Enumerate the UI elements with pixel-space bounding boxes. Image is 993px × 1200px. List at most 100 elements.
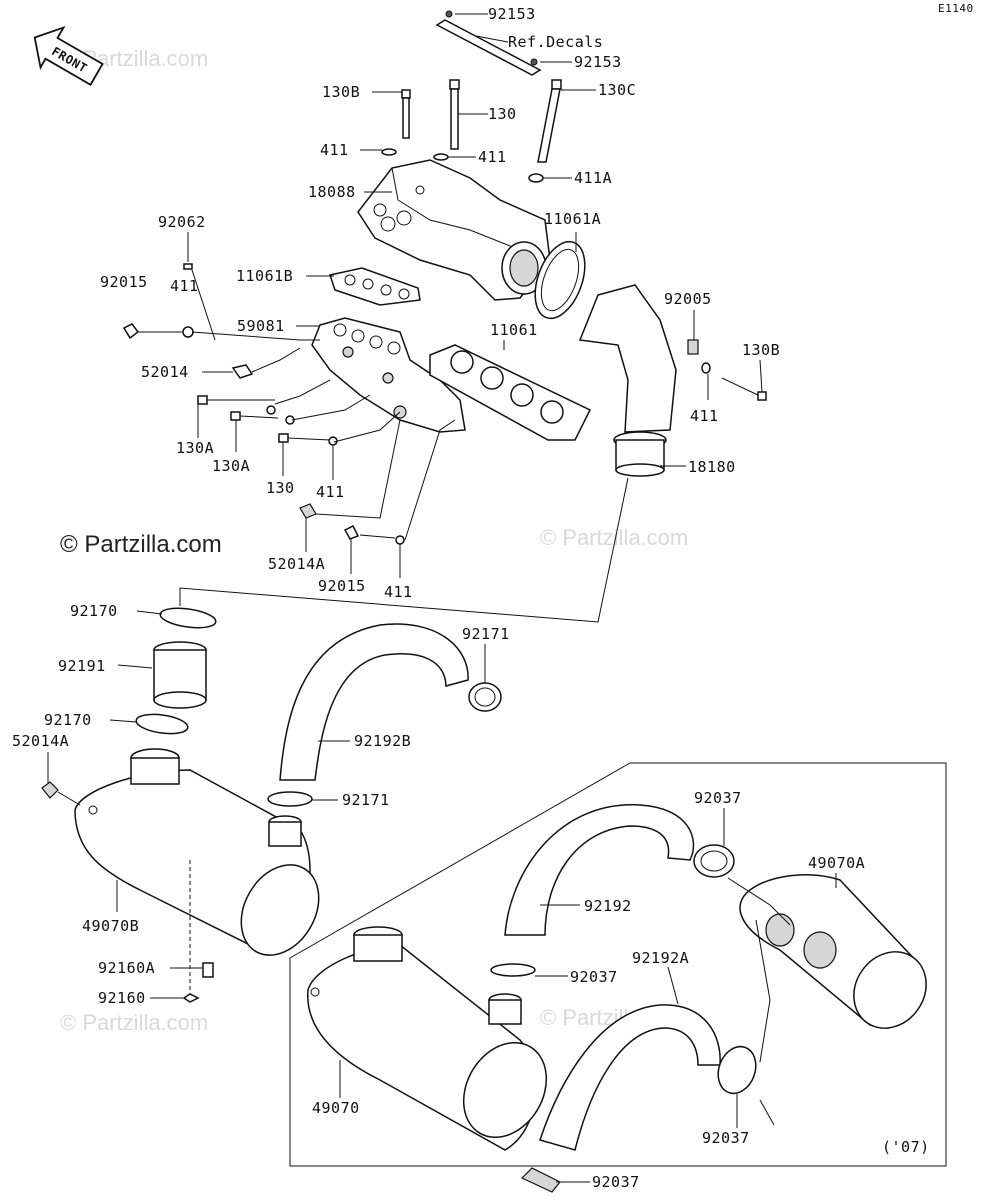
label-411-b: 411: [478, 148, 507, 166]
exhaust-elbow-18180: [578, 284, 677, 477]
bolt-130B-top: [401, 89, 411, 139]
label-18180: 18180: [688, 458, 736, 476]
label-411-d: 411: [316, 483, 345, 501]
label-92192: 92192: [584, 897, 632, 915]
year-07-box: [289, 762, 947, 1167]
stud-92005: [687, 339, 699, 355]
label-130A-2: 130A: [212, 457, 250, 475]
label-92037-b: 92037: [570, 968, 618, 986]
pin-92062: [183, 263, 193, 270]
gasket-11061B: [329, 267, 421, 306]
muffler-49070B: [74, 748, 320, 956]
washer-411-c: [182, 326, 194, 338]
label-92171-b: 92171: [342, 791, 390, 809]
clamp-92171-b: [267, 791, 313, 807]
label-92153-top: 92153: [488, 5, 536, 23]
label-92171-a: 92171: [462, 625, 510, 643]
plug-52014A-lower: [41, 781, 59, 799]
label-92160A: 92160A: [98, 959, 155, 977]
label-411-e: 411: [384, 583, 413, 601]
bolt-130: [449, 79, 460, 150]
clamp-92037-d: [520, 1167, 561, 1193]
label-130: 130: [488, 105, 517, 123]
sleeve-92191: [153, 641, 207, 709]
decal-plate: [435, 19, 542, 76]
label-130-short: 130: [266, 479, 295, 497]
label-11061A: 11061A: [544, 210, 601, 228]
label-92192A: 92192A: [632, 949, 689, 967]
bolt-130-short: [278, 433, 331, 443]
diagram-code: E1140: [938, 2, 974, 15]
label-92170-a: 92170: [70, 602, 118, 620]
clamp-92037-c: [717, 1045, 757, 1095]
muffler-49070: [307, 926, 548, 1151]
label-411-a: 411: [320, 141, 349, 159]
bolt-130C: [537, 79, 562, 163]
lead-92062: [191, 269, 216, 341]
label-92015: 92015: [100, 273, 148, 291]
label-92170-b: 92170: [44, 711, 92, 729]
washer-411-a: [381, 148, 397, 156]
label-411A: 411A: [574, 169, 612, 187]
clamp-92037-a: [693, 844, 735, 878]
label-411-c: 411: [170, 277, 199, 295]
washer-411-d: [328, 436, 338, 446]
leader-lines-upper: [138, 13, 763, 578]
label-92160: [182, 993, 200, 1003]
gasket-11061: [429, 344, 592, 441]
label-92015-b: 92015: [318, 577, 366, 595]
plug-52014A: [299, 503, 317, 519]
label-92153-b: 92153: [574, 53, 622, 71]
label-59081: 59081: [237, 317, 285, 335]
label-130C: 130C: [598, 81, 636, 99]
leader-18180-92170: [179, 477, 629, 623]
watermark-main: © Partzilla.com: [60, 531, 222, 558]
clamp-92171-a: [468, 682, 502, 712]
gasket-11061A: [534, 240, 586, 320]
washer-411-b: [433, 153, 449, 161]
clamp-92037-b: [490, 963, 536, 977]
label-92037-a: 92037: [694, 789, 742, 807]
label-92005: 92005: [664, 290, 712, 308]
watermark-bottom-left: © Partzilla.com: [60, 1010, 208, 1035]
label-18088: 18088: [308, 183, 356, 201]
hose-92192: [504, 804, 695, 936]
nut-92015-b: [343, 524, 360, 540]
exhaust-manifold-59081: [311, 317, 466, 433]
clamp-92170-b: [135, 713, 189, 735]
label-92037-d: 92037: [592, 1173, 640, 1191]
label-92192B: 92192B: [354, 732, 411, 750]
plug-52014: [231, 364, 254, 379]
label-92160A: [202, 962, 214, 978]
part-labels: 92153 Ref.Decals 92153 130B 130 130C 411…: [12, 5, 930, 1191]
label-92191: 92191: [58, 657, 106, 675]
label-year-07: ('07): [882, 1138, 930, 1156]
front-arrow-icon: FRONT: [33, 25, 104, 86]
label-130B-right: 130B: [742, 341, 780, 359]
label-411-right: 411: [690, 407, 719, 425]
label-52014A-lower: 52014A: [12, 732, 69, 750]
label-11061B: 11061B: [236, 267, 293, 285]
screw-92153-top: [445, 10, 453, 18]
muffler-49070A: [739, 874, 927, 1029]
label-92062: 92062: [158, 213, 206, 231]
washer-411-right: [701, 362, 711, 374]
label-130B-top: 130B: [322, 83, 360, 101]
label-49070A: 49070A: [808, 854, 865, 872]
label-49070: 49070: [312, 1099, 360, 1117]
label-52014A: 52014A: [268, 555, 325, 573]
leader-lines-lower: [47, 610, 837, 1183]
label-130A-1: 130A: [176, 439, 214, 457]
clamp-92170-a: [159, 607, 217, 629]
washer-411-f: [266, 405, 276, 415]
washer-411A: [528, 173, 544, 183]
label-52014: 52014: [141, 363, 189, 381]
label-ref-decals: Ref.Decals: [508, 33, 603, 51]
screw-92153-b: [530, 58, 538, 66]
label-92037-c: 92037: [702, 1129, 750, 1147]
nut-92015: [122, 323, 140, 340]
bolt-130B-right: [721, 377, 767, 401]
label-11061: 11061: [490, 321, 538, 339]
